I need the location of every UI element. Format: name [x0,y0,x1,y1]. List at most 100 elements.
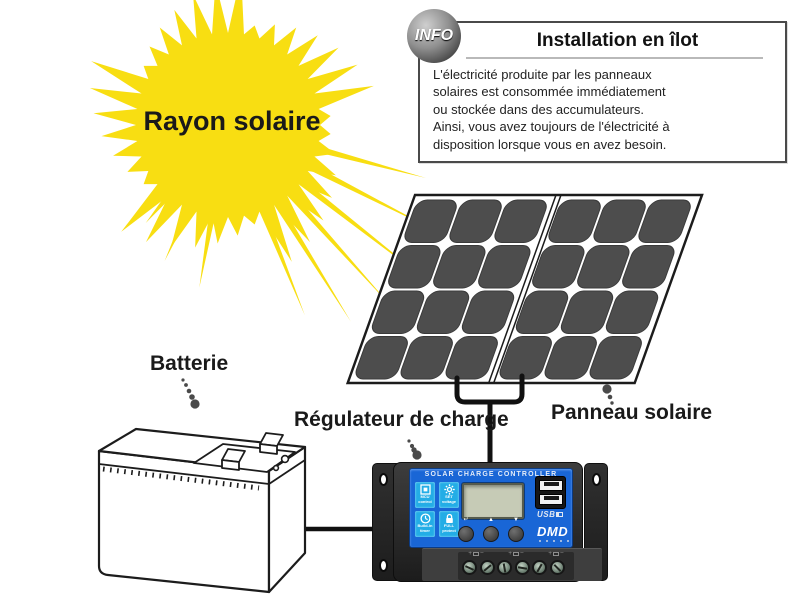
solar-cell [515,290,569,334]
brand-subtext-dots [539,540,569,542]
battery-terminal [259,443,278,455]
controller-title: SOLAR CHARGE CONTROLLER [424,471,558,478]
solar-panel [345,193,704,385]
solar-cell [400,336,453,380]
info-box: INFO Installation en îlot L'électricité … [407,9,787,163]
usb-port[interactable] [539,494,563,505]
usb-plug-icon [556,512,564,518]
solar-terminal-icon [473,551,479,556]
solar-cell [548,199,601,243]
tile-label: FULL [443,523,455,528]
solar-cell [638,199,691,243]
info-divider [466,57,763,59]
up-button[interactable] [483,526,499,542]
mcu-tile: MCU control [415,482,435,508]
clock-icon [419,513,431,524]
solar-cell [577,245,630,289]
solar-cell [445,336,498,380]
solar-cell [433,245,486,289]
tile-label: timer [420,527,430,533]
sun-label: Rayon solaire [143,106,321,136]
tile-label: control [418,498,432,504]
battery-ridge-hatch [102,466,260,491]
timer-tile: Build-in timer [415,511,435,537]
sun-icon [89,0,432,322]
down-button[interactable] [508,526,524,542]
solar-cell [388,245,441,289]
solar-cell [532,245,585,289]
controller-label: Régulateur de charge [294,408,509,431]
brand-logo: DMD [537,524,569,539]
battery-lid-seam [268,459,306,485]
tile-label: voltage [441,498,456,504]
solar-cell [461,290,515,334]
info-body-line: ou stockée dans des accumulateurs. [433,101,645,117]
terminal-screw[interactable] [515,560,530,575]
battery-vent-hole [280,454,290,464]
battery-terminal-marking: +− [508,550,524,557]
solar-cell [355,336,408,380]
terminal-screw[interactable] [532,560,547,575]
leader-dots [181,378,614,460]
controller-body: SOLAR CHARGE CONTROLLER MCU control [393,462,602,582]
solar-cell [416,290,470,334]
solar-terminal-marking: +− [468,550,484,557]
mcu-chip-icon [419,484,431,495]
info-body: L'électricité produite par les panneaux … [420,66,785,153]
mount-hole [592,473,601,486]
terminal-screw[interactable] [480,560,495,575]
solar-cell [449,199,502,243]
battery-label: Batterie [150,352,229,375]
terminal-screw[interactable] [497,560,512,575]
down-arrow-symbol: ▼ [513,517,519,523]
mount-hole [379,473,388,486]
controller-faceplate: SOLAR CHARGE CONTROLLER MCU control [409,468,573,548]
solar-cell [622,245,675,289]
lcd-display [462,483,524,519]
panel-divider [492,195,562,383]
solar-cell [560,290,614,334]
tile-label: protect [442,527,456,533]
usb-ports[interactable] [535,476,566,509]
set-voltage-tile: SET voltage [439,482,459,508]
battery-terminal [221,459,240,471]
solar-cell [593,199,646,243]
battery [97,427,307,594]
tile-label: Build-in [417,523,433,528]
solar-cell [605,290,659,334]
solar-cell [589,336,642,380]
mount-hole [379,559,388,572]
load-terminal-marking: +− [548,550,564,557]
battery-lid-seam [98,463,270,485]
gear-icon [443,484,455,495]
panel-label: Panneau solaire [551,401,713,424]
solar-cell [499,336,552,380]
solar-cell [478,245,531,289]
panel-divider [487,195,557,383]
solar-cell [544,336,597,380]
protect-tile: FULL protect [439,511,459,537]
lock-icon [445,513,453,523]
info-body-line: Ainsi, vous avez toujours de l'électrici… [433,119,670,135]
up-arrow-symbol: ▲ [488,517,494,523]
usb-label: USB [537,510,564,519]
charge-controller: SOLAR CHARGE CONTROLLER MCU control [372,462,608,583]
menu-return-symbol: ↵ [463,517,469,523]
menu-button[interactable] [458,526,474,542]
tile-label: MCU [420,494,430,499]
terminal-section: +− +− +− [422,548,602,581]
battery-terminal-icon [513,551,519,556]
info-title: Installation en îlot [536,30,699,51]
info-body-line: disposition lorsque vous en avez besoin. [433,136,667,152]
tile-label: SET [445,494,453,499]
terminal-screw[interactable] [462,560,477,575]
usb-port[interactable] [539,480,563,491]
terminal-screw[interactable] [550,560,565,575]
panel-cells [355,199,691,380]
info-body-line: solaires est consommée immédiatement [433,84,666,100]
load-terminal-icon [553,551,559,556]
info-badge: INFO [407,9,461,63]
solar-cell [371,290,425,334]
